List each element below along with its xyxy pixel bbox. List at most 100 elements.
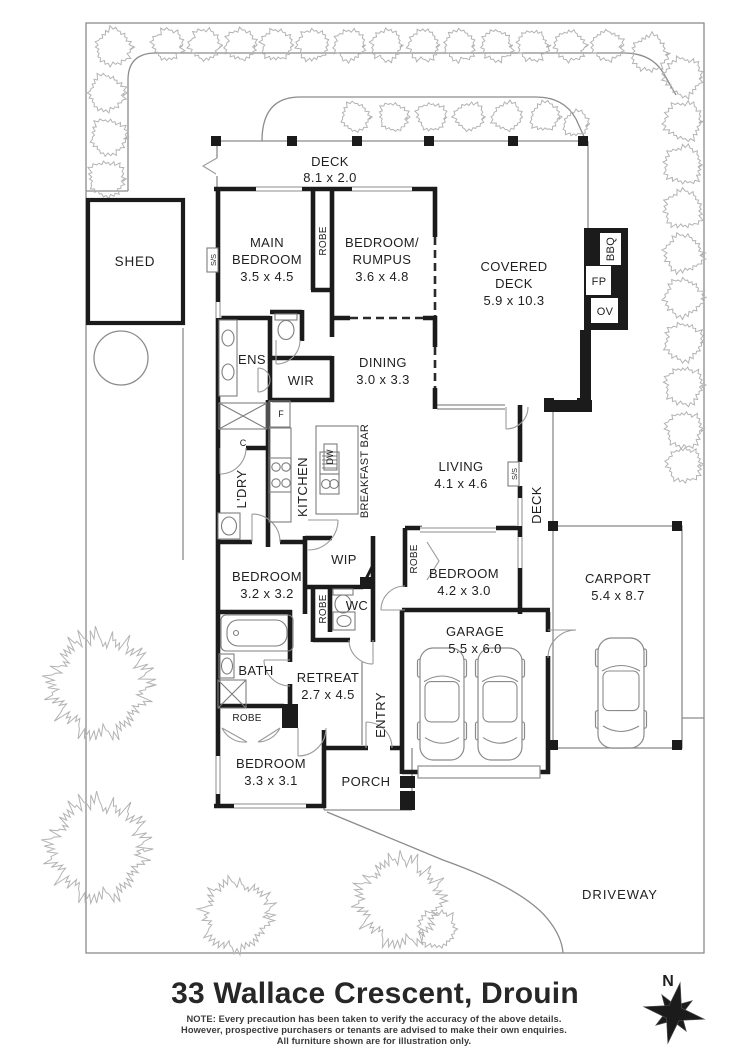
basin	[218, 653, 235, 679]
site-boundary	[85, 22, 705, 954]
tree-icon	[661, 143, 704, 185]
wall-block	[360, 577, 374, 589]
tree-icon	[515, 29, 552, 63]
garden-path-border	[261, 96, 587, 142]
bbq-label: BBQ	[605, 237, 617, 261]
tree-icon	[663, 410, 706, 450]
carport-dims: 5.4 x 8.7	[591, 588, 644, 603]
ens-vanity	[218, 319, 238, 397]
deck-post	[578, 136, 588, 146]
wir-label: WIR	[288, 373, 314, 388]
light-structures	[201, 140, 683, 811]
dishwasher	[323, 443, 338, 471]
toilet-icon	[277, 319, 295, 341]
disclaimer-line: NOTE: Every precaution has been taken to…	[186, 1014, 561, 1024]
window	[256, 185, 302, 193]
garage-label: GARAGE	[446, 624, 504, 639]
robe-label: ROBE	[409, 544, 420, 573]
window	[516, 498, 524, 526]
deck-post	[211, 136, 221, 146]
interior-exterior-walls	[214, 186, 592, 810]
deck-post	[508, 136, 518, 146]
robe-slider	[426, 541, 440, 581]
ov-label: OV	[597, 306, 614, 318]
tree-icon	[378, 101, 411, 132]
tree-icon	[42, 626, 157, 742]
svg-text:DECK: DECK	[495, 276, 533, 291]
window	[234, 802, 306, 810]
deck-outline	[216, 140, 589, 400]
shed-label: SHED	[115, 254, 156, 269]
covered-deck-dims: 5.9 x 10.3	[483, 293, 544, 308]
tree-icon	[368, 26, 404, 64]
sink-icon	[221, 363, 235, 381]
tree-icon	[223, 26, 259, 62]
garden-trees	[41, 24, 707, 957]
bedroom2-dims: 3.2 x 3.2	[240, 586, 293, 601]
tree-icon	[664, 446, 705, 485]
tree-icon	[450, 101, 487, 133]
covered-deck-wall	[580, 330, 591, 405]
robe-label: ROBE	[318, 594, 329, 623]
tree-icon	[195, 874, 278, 957]
dining-label: DINING	[359, 355, 407, 370]
breakfast-bar-label: BREAKFAST BAR	[359, 424, 371, 518]
wc-label: WC	[346, 598, 368, 613]
fridge-label: F	[278, 409, 284, 419]
bedroom4-label: BEDROOM	[429, 566, 499, 581]
deck-label: DECK	[311, 154, 349, 169]
ss-tag	[507, 461, 520, 487]
side-deck-label: DECK	[529, 486, 544, 524]
window	[420, 526, 496, 534]
tree-icon	[660, 55, 704, 101]
kitchen-bench	[268, 427, 292, 523]
tree-icon	[552, 28, 590, 64]
tree-icon	[660, 276, 707, 321]
water-tank-icon	[93, 330, 149, 386]
disclaimer-line: However, prospective purchasers or tenan…	[181, 1025, 567, 1035]
main-bedroom-label: MAIN	[250, 235, 284, 250]
tree-icon	[660, 231, 707, 276]
living-dims: 4.1 x 4.6	[434, 476, 487, 491]
toilet-icon	[274, 313, 298, 321]
deck-post	[544, 398, 554, 408]
window	[214, 302, 222, 318]
porch-label: PORCH	[342, 774, 391, 789]
shower-cross	[218, 402, 268, 430]
tree-icon	[293, 27, 330, 63]
bathtub-icon	[220, 614, 294, 652]
carport-post	[548, 521, 558, 531]
deck-post	[352, 136, 362, 146]
deck-dims: 8.1 x 2.0	[303, 170, 356, 185]
tree-icon	[332, 27, 367, 65]
posts	[211, 136, 682, 750]
tree-icon	[89, 118, 130, 158]
living-deck-window	[437, 404, 505, 410]
deck-post	[577, 398, 587, 408]
rumpus-label: BEDROOM/	[345, 235, 419, 250]
tree-icon	[589, 28, 626, 64]
garden-bed-border	[86, 52, 677, 192]
ss-label: S/S	[510, 468, 519, 480]
carport-post	[672, 521, 682, 531]
disclaimer-line: All furniture shown are for illustration…	[277, 1036, 472, 1046]
laundry-label: L'DRY	[234, 470, 249, 509]
tree-icon	[340, 100, 374, 134]
tree-icon	[630, 30, 671, 74]
fp-label: FP	[592, 276, 607, 288]
tree-icon	[86, 72, 128, 115]
tree-icon	[186, 26, 224, 63]
svg-text:RUMPUS: RUMPUS	[353, 252, 412, 267]
wip-label: WIP	[331, 552, 357, 567]
garage-door	[417, 765, 541, 779]
entry-label: ENTRY	[373, 692, 388, 738]
carport-post	[672, 740, 682, 750]
tree-icon	[529, 99, 563, 131]
tree-icon	[416, 908, 459, 949]
rumpus-dims: 3.6 x 4.8	[355, 269, 408, 284]
porch-post	[400, 776, 415, 788]
bedroom4-dims: 4.2 x 3.0	[437, 583, 490, 598]
vehicles	[416, 637, 648, 761]
deck-steps-icon	[201, 157, 218, 175]
